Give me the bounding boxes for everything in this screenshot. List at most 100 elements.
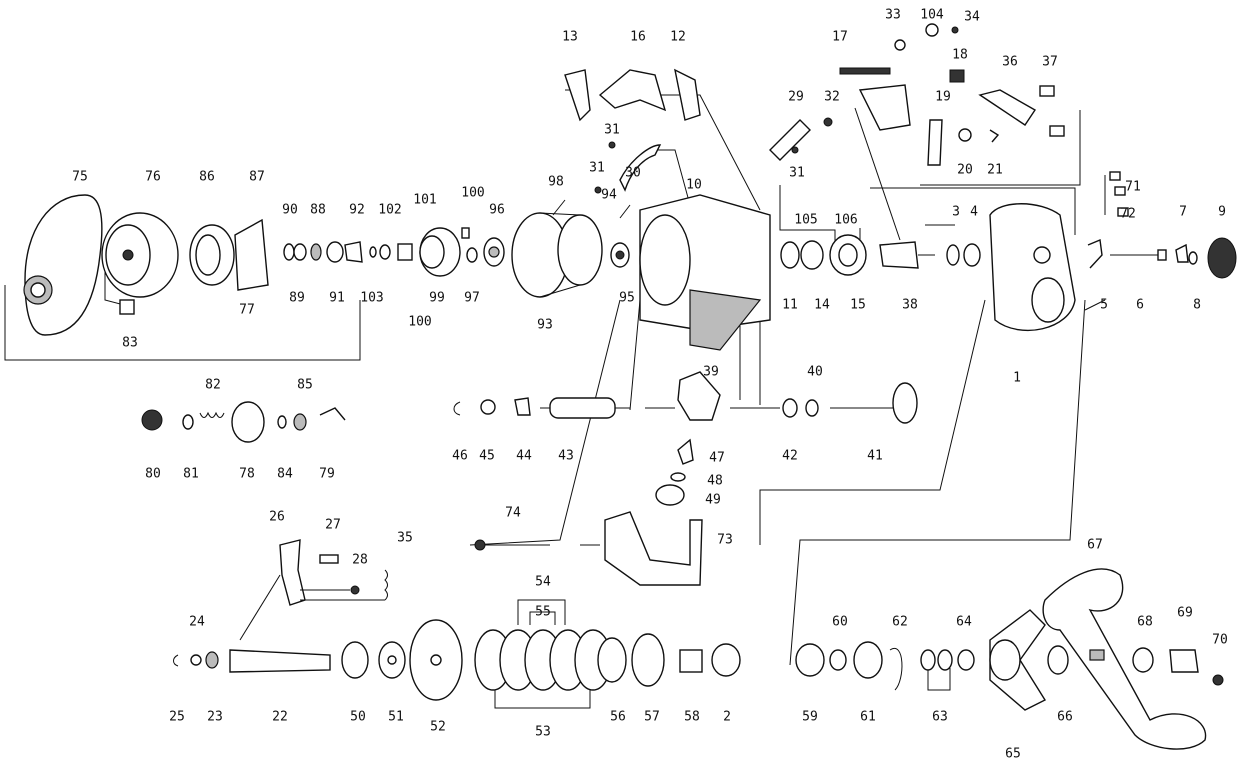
part-number-label: 78 [239, 467, 255, 482]
part-number-label: 43 [558, 449, 574, 464]
part-number-label: 100 [408, 315, 431, 330]
part-number-label: 3 [952, 205, 960, 220]
part-number-label: 103 [360, 291, 383, 306]
part-number-label: 28 [352, 553, 368, 568]
part-number-label: 85 [297, 378, 313, 393]
part-number-label: 70 [1212, 633, 1228, 648]
part-number-label: 74 [505, 506, 521, 521]
part-number-label: 60 [832, 615, 848, 630]
part-number-label: 65 [1005, 747, 1021, 762]
part-number-label: 34 [964, 10, 980, 25]
part-number-label: 98 [548, 175, 564, 190]
part-number-label: 32 [824, 90, 840, 105]
part-number-label: 86 [199, 170, 215, 185]
part-number-label: 47 [709, 451, 725, 466]
part-number-label: 50 [350, 710, 366, 725]
part-number-label: 73 [717, 533, 733, 548]
part-number-label: 13 [562, 30, 578, 45]
part-number-label: 49 [705, 493, 721, 508]
part-number-label: 6 [1136, 298, 1144, 313]
part-number-label: 87 [249, 170, 265, 185]
part-number-label: 18 [952, 48, 968, 63]
part-number-label: 102 [378, 203, 401, 218]
part-number-label: 92 [349, 203, 365, 218]
part-number-label: 84 [277, 467, 293, 482]
part-number-label: 31 [589, 161, 605, 176]
part-number-label: 99 [429, 291, 445, 306]
part-number-label: 15 [850, 298, 866, 313]
part-number-label: 77 [239, 303, 255, 318]
part-number-label: 57 [644, 710, 660, 725]
part-number-label: 19 [935, 90, 951, 105]
part-number-label: 76 [145, 170, 161, 185]
part-number-label: 8 [1193, 298, 1201, 313]
part-number-label: 22 [272, 710, 288, 725]
part-number-label: 104 [920, 8, 944, 23]
part-number-label: 79 [319, 467, 335, 482]
part-number-label: 37 [1042, 55, 1058, 70]
part-number-label: 63 [932, 710, 948, 725]
part-number-label: 88 [310, 203, 326, 218]
part-number-label: 62 [892, 615, 908, 630]
part-number-label: 51 [388, 710, 404, 725]
part-number-label: 33 [885, 8, 901, 23]
part-number-label: 52 [430, 720, 446, 735]
part-number-label: 106 [834, 213, 857, 228]
part-number-label: 64 [956, 615, 972, 630]
parts [23, 23, 1237, 750]
part-number-label: 42 [782, 449, 798, 464]
part-number-label: 24 [189, 615, 205, 630]
part-number-label: 75 [72, 170, 88, 185]
part-number-label: 94 [601, 188, 617, 203]
part-number-label: 14 [814, 298, 830, 313]
part-number-label: 71 [1125, 180, 1141, 195]
part-number-label: 4 [970, 205, 978, 220]
part-number-label: 69 [1177, 606, 1193, 621]
part-number-label: 11 [782, 298, 798, 313]
part-number-label: 48 [707, 474, 723, 489]
part-number-label: 41 [867, 449, 883, 464]
part-number-label: 89 [289, 291, 305, 306]
part-number-label: 66 [1057, 710, 1073, 725]
part-number-label: 68 [1137, 615, 1153, 630]
part-number-label: 96 [489, 203, 505, 218]
part-number-label: 9 [1218, 205, 1226, 220]
part-number-label: 40 [807, 365, 823, 380]
part-number-label: 44 [516, 449, 532, 464]
part-number-label: 81 [183, 467, 199, 482]
part-number-label: 53 [535, 725, 551, 740]
part-number-label: 91 [329, 291, 345, 306]
part-number-label: 90 [282, 203, 298, 218]
part-number-label: 97 [464, 291, 480, 306]
part-number-label: 5 [1100, 298, 1108, 313]
part-number-label: 59 [802, 710, 818, 725]
part-number-label: 105 [794, 213, 817, 228]
part-number-label: 30 [625, 166, 641, 181]
part-number-label: 93 [537, 318, 553, 333]
part-number-label: 10 [686, 178, 702, 193]
part-number-label: 36 [1002, 55, 1018, 70]
part-number-label: 16 [630, 30, 646, 45]
part-number-label: 46 [452, 449, 468, 464]
part-number-label: 100 [461, 186, 484, 201]
part-number-label: 20 [957, 163, 973, 178]
part-number-label: 82 [205, 378, 221, 393]
part-number-label: 23 [207, 710, 223, 725]
part-number-label: 7 [1179, 205, 1187, 220]
part-number-label: 54 [535, 575, 551, 590]
part-number-label: 1 [1013, 371, 1021, 386]
part-number-label: 31 [789, 166, 805, 181]
part-number-label: 26 [269, 510, 285, 525]
part-number-label: 95 [619, 291, 635, 306]
part-number-label: 80 [145, 467, 161, 482]
part-number-label: 12 [670, 30, 686, 45]
part-number-label: 31 [604, 123, 620, 138]
part-number-label: 17 [832, 30, 848, 45]
part-number-label: 21 [987, 163, 1003, 178]
part-number-label: 83 [122, 336, 138, 351]
part-number-label: 2 [723, 710, 731, 725]
part-number-label: 72 [1120, 207, 1136, 222]
part-number-label: 25 [169, 710, 185, 725]
